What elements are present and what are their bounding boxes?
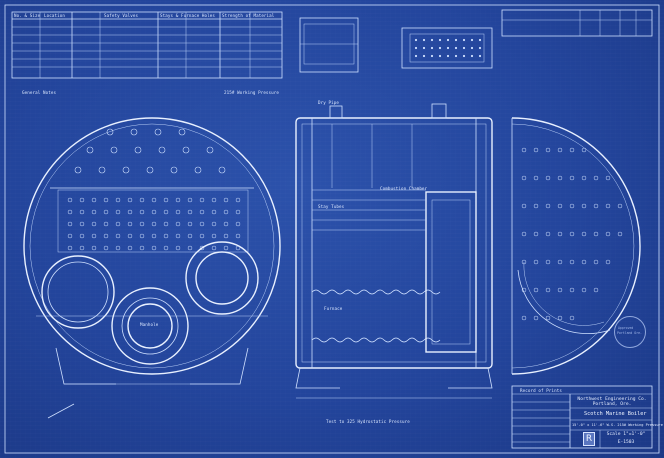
staybolt-detail (401, 27, 493, 69)
drawing-number: E-1503 (617, 440, 635, 445)
company-name-line2: Portland, Ore. (592, 402, 632, 407)
combustion-chamber-note: Combustion Chamber (380, 186, 428, 191)
tube-sheet-detail (299, 17, 359, 73)
record-of-prints-label: Record of Prints (520, 388, 562, 393)
header-nozzle: No. & Size (14, 13, 41, 18)
title-block (511, 385, 653, 449)
boiler-front-end-view (23, 117, 281, 419)
stamp-line1: Approved (618, 326, 634, 330)
boiler-back-end-view (511, 117, 641, 375)
drawing-subtitle: 15'-0" x 11'-6" W.S. 215# Working Pressu… (572, 423, 663, 427)
boiler-longitudinal-section (295, 103, 493, 399)
approval-stamp (614, 316, 646, 348)
header-safety-valves: Safety Valves (104, 13, 139, 18)
working-pressure-note: 215# Working Pressure (224, 90, 280, 95)
header-strength: Strength of Material (222, 13, 275, 18)
revision-table (501, 9, 653, 37)
company-name-line1: Northwest Engineering Co. (577, 397, 647, 402)
furnace-note: Furnace (324, 306, 343, 311)
header-location: Location (44, 13, 65, 18)
sheet-border (4, 4, 660, 454)
stamp-line2: Portland Ore. (617, 331, 642, 335)
dry-pipe-note: Dry Pipe (318, 100, 339, 105)
test-pressure-note: Test to 325 Hydrostatic Pressure (326, 419, 410, 424)
header-stays: Stays & Furnace Holes (160, 13, 216, 18)
manhole-note: Manhole (140, 322, 159, 327)
stays-note: Stay Tubes (318, 204, 345, 209)
general-notes-label: General Notes (22, 90, 57, 95)
company-logo-icon: R (583, 432, 595, 446)
drawing-title: Scotch Marine Boiler (584, 411, 647, 417)
scale-label: Scale 1"=1'-0" (606, 432, 646, 437)
schedule-table (11, 11, 283, 79)
